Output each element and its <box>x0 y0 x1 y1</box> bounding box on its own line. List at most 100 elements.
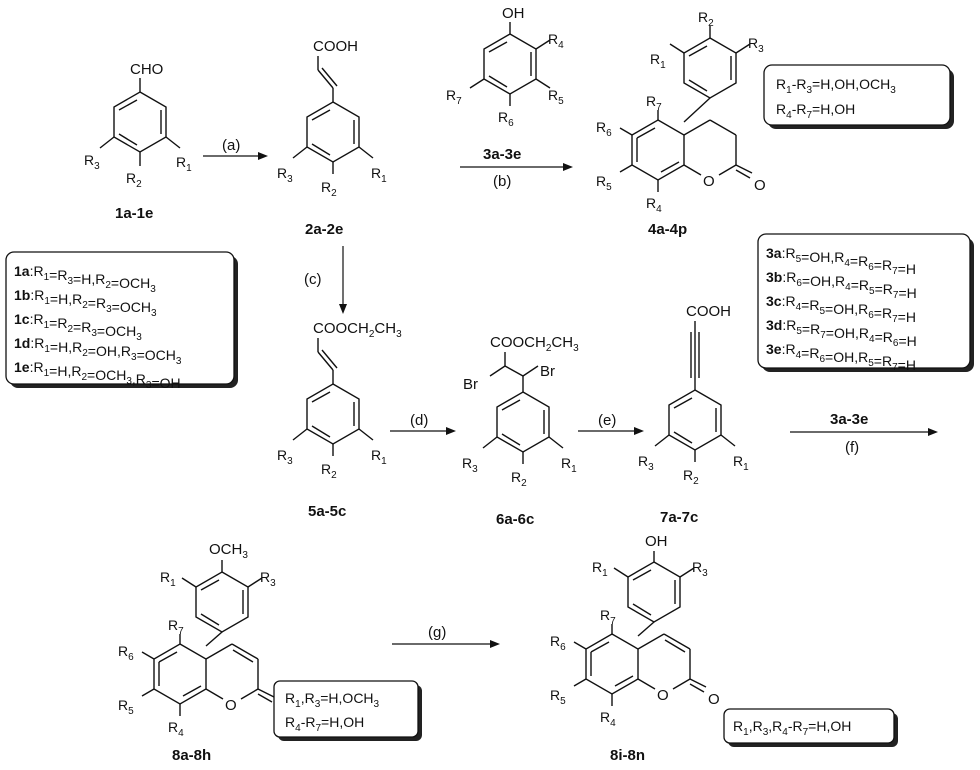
compound-7-label: 7a-7c <box>660 509 698 526</box>
oh-label: OH <box>502 5 525 22</box>
r3-label: R3 <box>638 453 654 473</box>
ring-oxygen: O <box>657 687 669 704</box>
r1-label: R1 <box>371 447 387 467</box>
r3-label: R3 <box>462 455 478 475</box>
structure-6: COOCH2CH3 Br Br R3 R1 R2 <box>462 334 579 489</box>
structure-1: CHO R3 R1 R2 <box>84 61 192 190</box>
r2-label: R2 <box>321 179 337 199</box>
table1-row: 1c:R1=R2=R3=OCH3 <box>14 311 142 343</box>
step-e-label: (e) <box>598 412 616 429</box>
r2-label: R2 <box>698 9 714 29</box>
step-b-label: (b) <box>493 173 511 190</box>
r2-label: R2 <box>683 467 699 487</box>
r1-label: R1 <box>561 455 577 475</box>
structure-3-phenol: OH R4 R5 R7 R6 <box>446 5 564 129</box>
r4-label: R4 <box>548 31 564 51</box>
box8a-line1: R1,R3=H,OCH3 <box>285 690 380 710</box>
compound-5-label: 5a-5c <box>308 503 346 520</box>
r5-label: R5 <box>596 173 612 193</box>
r5-label: R5 <box>118 697 134 717</box>
r2-label: R2 <box>511 469 527 489</box>
ring-oxygen: O <box>703 173 715 190</box>
table3-row: 3c:R4=R5=OH,R6=R7=H <box>766 293 916 325</box>
structure-8i: OH R1 R3 O O R7 R6 R5 R4 <box>550 533 720 729</box>
compound-1-label: 1a-1e <box>115 205 153 222</box>
r3-label: R3 <box>277 165 293 185</box>
r6-label: R6 <box>596 119 612 139</box>
step-f-label: (f) <box>845 439 859 456</box>
table1-row: 1a:R1=R3=H,R2=OCH3 <box>14 263 156 295</box>
oh-label: OH <box>645 533 668 550</box>
compound-6-label: 6a-6c <box>496 511 534 528</box>
ester-label: COOCH2CH3 <box>490 334 579 354</box>
r3-label: R3 <box>277 447 293 467</box>
step-a-label: (a) <box>222 137 240 154</box>
och3-label: OCH3 <box>209 541 248 561</box>
r7-label: R7 <box>168 617 184 637</box>
r4-label: R4 <box>646 195 662 215</box>
table1-row: 1e:R1=H,R2=OCH3,R3=OH <box>14 359 181 391</box>
r5-label: R5 <box>550 687 566 707</box>
r5-label: R5 <box>548 87 564 107</box>
r6-label: R6 <box>498 109 514 129</box>
carbonyl-oxygen: O <box>754 177 766 194</box>
structure-5: COOCH2CH3 R3 R1 R2 <box>277 320 402 481</box>
ester-label: COOCH2CH3 <box>313 320 402 340</box>
cho-label: CHO <box>130 61 163 78</box>
step-f-reagent: 3a-3e <box>830 411 868 428</box>
compound-4-label: 4a-4p <box>648 221 687 238</box>
r1-label: R1 <box>160 569 176 589</box>
table3-row: 3d:R5=R7=OH,R4=R6=H <box>766 317 917 349</box>
step-c-label: (c) <box>304 271 322 288</box>
bromine-1: Br <box>463 376 478 393</box>
carbonyl-oxygen: O <box>708 691 720 708</box>
ring-oxygen: O <box>225 697 237 714</box>
r4-label: R4 <box>168 719 184 739</box>
structure-4: R2 R3 R1 O O R7 R6 R5 R4 <box>596 9 766 215</box>
table1-row: 1b:R1=H,R2=R3=OCH3 <box>14 287 157 319</box>
r3-label: R3 <box>84 152 100 172</box>
r2-label: R2 <box>321 461 337 481</box>
r2-label: R2 <box>126 170 142 190</box>
r3-label: R3 <box>260 569 276 589</box>
structure-8a: OCH3 R1 R3 O O R7 R6 R5 R4 <box>118 541 288 739</box>
cooh-label: COOH <box>686 303 731 320</box>
step-b-reagent: 3a-3e <box>483 146 521 163</box>
box4-line1: R1-R3=H,OH,OCH3 <box>776 76 896 96</box>
box8i-line1: R1,R3,R4-R7=H,OH <box>733 718 851 738</box>
substituent-box-8i: R1,R3,R4-R7=H,OH <box>723 708 898 747</box>
compound-2-label: 2a-2e <box>305 221 343 238</box>
r1-label: R1 <box>650 51 666 71</box>
r1-label: R1 <box>592 559 608 579</box>
r3-label: R3 <box>748 35 764 55</box>
substituent-box-8a: R1,R3=H,OCH3 R4-R7=H,OH <box>273 680 422 741</box>
compound-8a-label: 8a-8h <box>172 747 211 764</box>
substituent-box-1: 1a:R1=R3=H,R2=OCH31b:R1=H,R2=R3=OCH31c:R… <box>5 251 238 391</box>
compound-8i-label: 8i-8n <box>610 747 645 764</box>
r7-label: R7 <box>600 607 616 627</box>
r1-label: R1 <box>176 154 192 174</box>
step-g-label: (g) <box>428 624 446 641</box>
step-d-label: (d) <box>410 412 428 429</box>
r3-label: R3 <box>692 559 708 579</box>
r1-label: R1 <box>371 165 387 185</box>
cooh-label: COOH <box>313 38 358 55</box>
table3-row: 3a:R5=OH,R4=R6=R7=H <box>766 245 916 277</box>
substituent-box-4: R1-R3=H,OH,OCH3 R4-R7=H,OH <box>763 64 954 129</box>
r7-label: R7 <box>646 93 662 113</box>
box4-line2: R4-R7=H,OH <box>776 101 855 121</box>
r7-label: R7 <box>446 87 462 107</box>
r1-label: R1 <box>733 453 749 473</box>
table1-row: 1d:R1=H,R2=OH,R3=OCH3 <box>14 335 182 367</box>
structure-2: COOH R3 R1 R2 <box>277 38 387 199</box>
bromine-2: Br <box>540 363 555 380</box>
table3-row: 3e:R4=R6=OH,R5=R7=H <box>766 341 916 373</box>
structure-7: COOH R3 R1 R2 <box>638 303 749 487</box>
table3-row: 3b:R6=OH,R4=R5=R7=H <box>766 269 917 301</box>
r4-label: R4 <box>600 709 616 729</box>
r6-label: R6 <box>118 643 134 663</box>
r6-label: R6 <box>550 633 566 653</box>
box8a-line2: R4-R7=H,OH <box>285 714 364 734</box>
substituent-box-3: 3a:R5=OH,R4=R6=R7=H3b:R6=OH,R4=R5=R7=H3c… <box>757 233 974 373</box>
